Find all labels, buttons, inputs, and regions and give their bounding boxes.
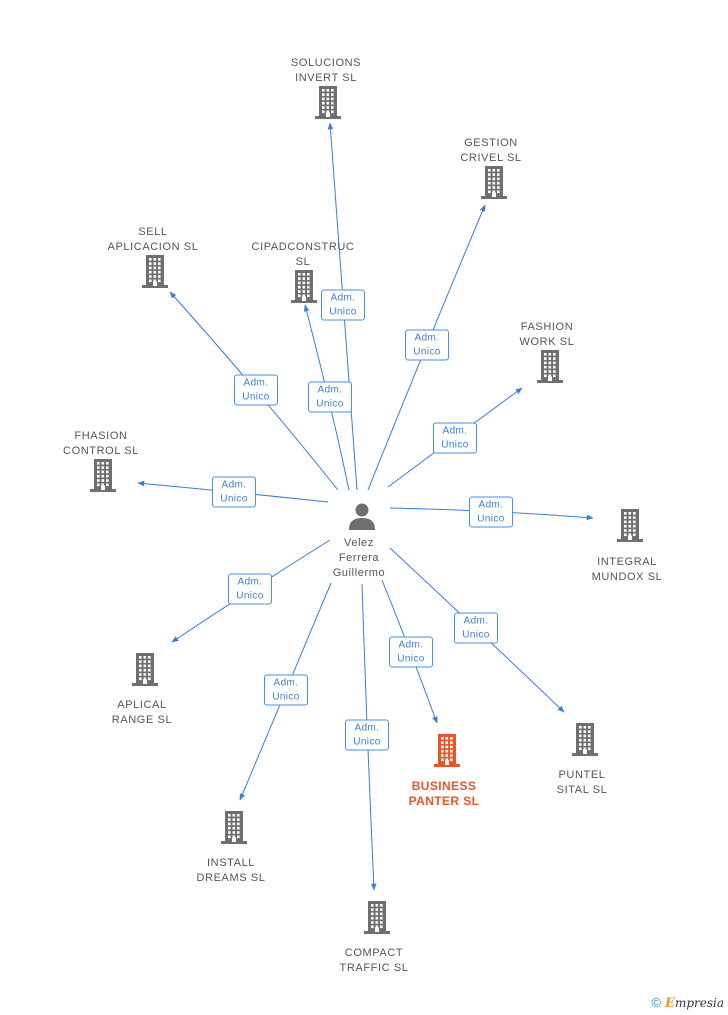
building-icon[interactable] bbox=[218, 809, 250, 845]
role-label-fashion[interactable]: Adm. Unico bbox=[433, 422, 477, 454]
building-icon[interactable] bbox=[87, 457, 119, 493]
brand-e-logo: E bbox=[665, 996, 675, 1011]
company-label-integral[interactable]: INTEGRAL MUNDOX SL bbox=[591, 556, 663, 583]
building-icon[interactable] bbox=[361, 899, 393, 935]
role-label-gestion[interactable]: Adm. Unico bbox=[405, 329, 449, 361]
company-label-puntel[interactable]: PUNTEL SITAL SL bbox=[556, 769, 608, 796]
person-name-label[interactable]: Velez Ferrera Guillermo bbox=[332, 537, 386, 579]
copyright-symbol: © bbox=[651, 995, 662, 1010]
company-label-compact[interactable]: COMPACT TRAFFIC SL bbox=[339, 947, 409, 974]
building-icon[interactable] bbox=[312, 84, 344, 120]
role-label-compact[interactable]: Adm. Unico bbox=[345, 719, 389, 751]
company-label-fashion[interactable]: FASHION WORK SL bbox=[519, 321, 575, 348]
person-icon[interactable] bbox=[347, 501, 377, 531]
role-label-install[interactable]: Adm. Unico bbox=[264, 674, 308, 706]
role-label-solucions[interactable]: Adm. Unico bbox=[321, 289, 365, 321]
building-icon[interactable] bbox=[431, 732, 463, 768]
role-label-sell[interactable]: Adm. Unico bbox=[234, 374, 278, 406]
role-label-aplical[interactable]: Adm. Unico bbox=[228, 573, 272, 605]
company-label-cipad[interactable]: CIPADCONSTRUC SL bbox=[251, 241, 355, 268]
building-icon[interactable] bbox=[478, 164, 510, 200]
building-icon[interactable] bbox=[139, 253, 171, 289]
building-icon[interactable] bbox=[534, 348, 566, 384]
building-icon[interactable] bbox=[288, 268, 320, 304]
role-label-business[interactable]: Adm. Unico bbox=[389, 636, 433, 668]
role-label-integral[interactable]: Adm. Unico bbox=[469, 496, 513, 528]
company-label-solucions[interactable]: SOLUCIONS INVERT SL bbox=[290, 57, 362, 84]
building-icon[interactable] bbox=[614, 507, 646, 543]
role-label-fhasion[interactable]: Adm. Unico bbox=[212, 476, 256, 508]
company-label-fhasion[interactable]: FHASION CONTROL SL bbox=[63, 430, 139, 457]
company-label-business[interactable]: BUSINESS PANTER SL bbox=[408, 779, 480, 808]
role-label-puntel[interactable]: Adm. Unico bbox=[454, 612, 498, 644]
building-icon[interactable] bbox=[129, 651, 161, 687]
company-label-aplical[interactable]: APLICAL RANGE SL bbox=[111, 699, 173, 726]
brand-name: mpresia bbox=[674, 996, 724, 1010]
company-label-gestion[interactable]: GESTION CRIVEL SL bbox=[460, 137, 522, 164]
role-label-cipad[interactable]: Adm. Unico bbox=[308, 381, 352, 413]
building-icon[interactable] bbox=[569, 721, 601, 757]
company-label-sell[interactable]: SELL APLICACION SL bbox=[107, 226, 199, 253]
company-label-install[interactable]: INSTALL DREAMS SL bbox=[196, 857, 266, 884]
footer-brand: ©Empresia bbox=[651, 995, 724, 1011]
